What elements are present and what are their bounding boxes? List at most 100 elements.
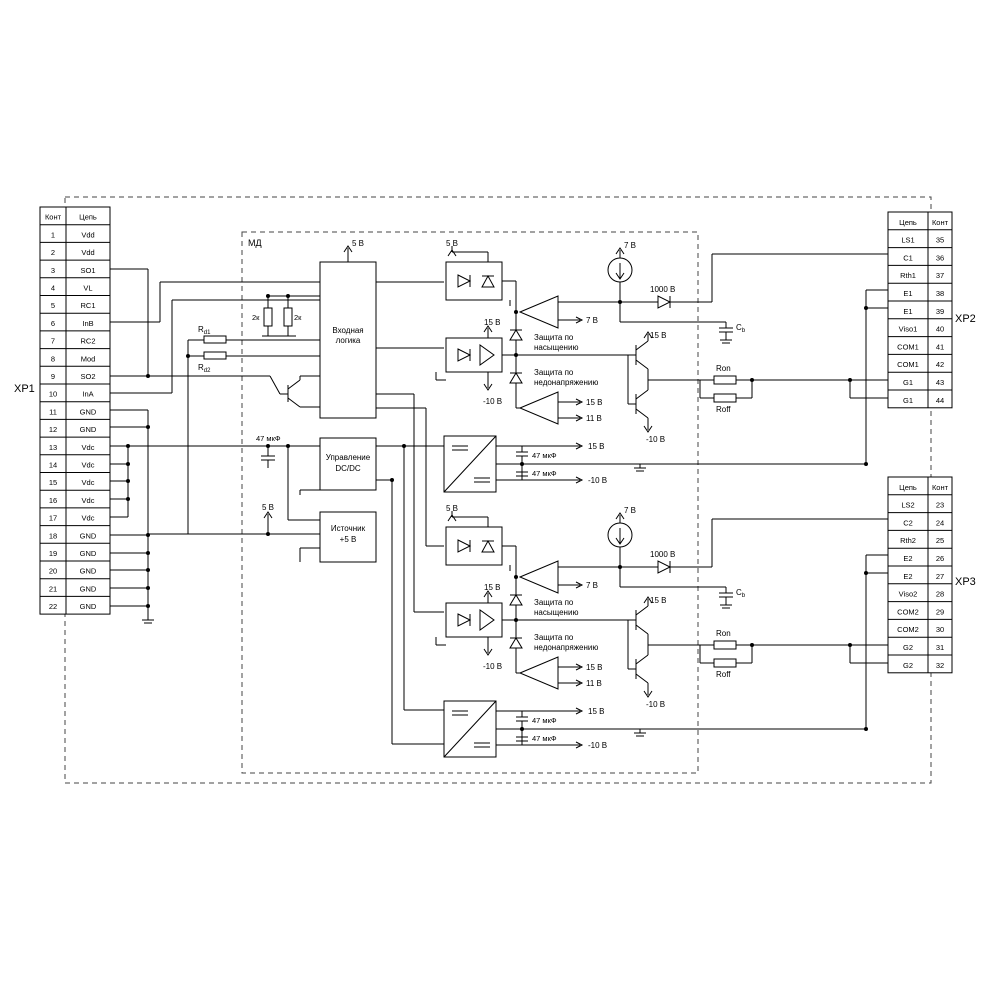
iso-cap2-label: 47 мкФ [532,734,557,743]
cb-sub: b [742,328,746,334]
protection-diode-a [509,329,523,341]
xp3-row-8-b: 31 [936,643,944,652]
wire [635,408,649,419]
wire [635,654,649,665]
module-label: МД [248,238,262,248]
junction [520,727,524,731]
arrow [575,581,584,589]
arrow [483,648,493,656]
arrow [575,663,584,671]
xp2-row-4-a: E1 [903,307,912,316]
xp3-row-1-b: 24 [936,518,944,527]
xp3-row-1-a: C2 [903,518,913,527]
xp1-row-14-a: 15 [49,478,57,487]
saturation-label-1: Защита по [534,333,574,342]
saturation-label-1: Защита по [534,598,574,607]
junction [864,571,868,575]
xp1-row-18-a: 19 [49,549,57,558]
xp1-row-0-a: 1 [51,230,55,239]
cb-c: C [736,323,742,332]
roff-resistor [713,658,737,668]
iso-cap2-label: 47 мкФ [532,469,557,478]
xp1-row-12-a: 13 [49,443,57,452]
xp2-row-9-a: G1 [903,396,913,405]
opto-led [457,613,472,627]
arrow [615,247,625,255]
opto-m10v-label: -10 В [483,397,502,406]
ron-resistor [713,375,737,385]
input-logic-block: Входная логика [319,261,377,419]
protection-diode-b [509,637,523,649]
cb-label: Cb [736,323,746,334]
xp3-row-8-a: G2 [903,643,913,652]
arrow [575,476,584,484]
saturation-label-2: насыщению [534,608,578,617]
xp1-row-7-a: 8 [51,354,55,363]
xp2-row-5-b: 40 [936,325,944,334]
junction [848,643,852,647]
xp2-row-1-a: C1 [903,253,913,262]
uv-11v-label: 11 В [586,679,602,688]
xp3-row-4-a: E2 [903,572,912,581]
xp2-row-0-b: 35 [936,236,944,245]
optocoupler-gate [445,602,503,638]
wire [635,624,649,635]
arrow [643,690,653,698]
xp1-row-17-a: 18 [49,531,57,540]
junction [514,575,518,579]
junction [514,618,518,622]
dcdc-control-block: Управление DC/DC [319,437,377,491]
xp3-row-9-b: 32 [936,661,944,670]
comp-7v-label: 7 В [586,581,598,590]
xp1-wiring [110,268,320,624]
xp2-table [887,211,953,409]
iso-cap1-label: 47 мкФ [532,451,557,460]
r2k-label-b: 2к [294,313,302,322]
xp3-row-9-a: G2 [903,661,913,670]
opto-led [457,539,472,553]
xp2-row-2-a: Rth1 [900,271,916,280]
hv-diode [657,295,672,309]
opto-m10v-label: -10 В [483,662,502,671]
xp3-row-3-b: 26 [936,554,944,563]
xp2-row-7-b: 42 [936,360,944,369]
r2k-label-a: 2к [252,313,260,322]
undervoltage-label-2: недонапряжению [534,643,598,652]
converter-diagonal [443,435,497,493]
wire [635,389,649,400]
wire [635,673,649,684]
source-7v-label: 7 В [624,241,636,250]
xp1-row-6-a: 7 [51,337,55,346]
roff-resistor [713,393,737,403]
cb-sub: b [742,593,746,599]
roff-label: Roff [716,670,731,679]
opto-5v-label: 5 В [446,239,458,248]
input-transistor [280,375,320,408]
xp3-label: XP3 [955,576,976,588]
out-15v-label: 15 В [650,596,666,605]
iso-15v-label: 15 В [588,442,604,451]
out-15v-label: 15 В [650,331,666,340]
xp1-row-5-b: InB [82,319,93,328]
junction [864,462,868,466]
optocoupler-fault [445,261,503,301]
cb-c: C [736,588,742,597]
junction [514,353,518,357]
uv-15v-label: 15 В [586,663,602,672]
wire [635,359,649,370]
xp1-row-8-a: 9 [51,372,55,381]
xp1-row-12-b: Vdc [82,443,95,452]
arrow [575,398,584,406]
xp2-row-6-a: COM1 [897,342,919,351]
xp2-header-0: Цепь [899,218,917,227]
xp1-row-11-b: GND [80,425,97,434]
hv-diode [657,560,672,574]
opto-led [457,274,472,288]
xp3-row-3-a: E2 [903,554,912,563]
input-capacitor: 47 мкФ [256,434,320,521]
xp1-row-21-b: GND [80,602,97,611]
